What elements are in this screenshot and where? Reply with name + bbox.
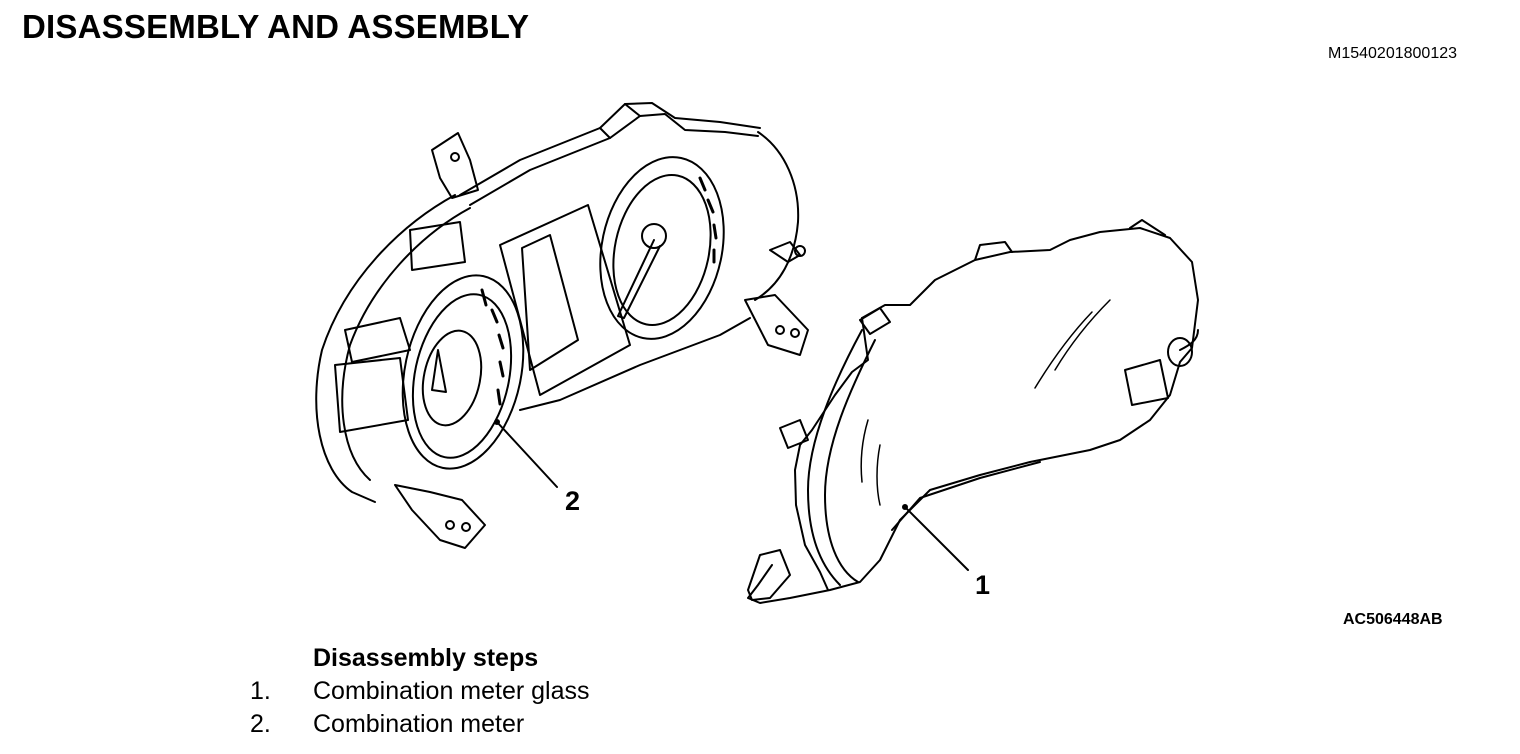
combination-meter-glass-drawing [747,219,1199,604]
callout-2-leader [496,421,558,488]
step-number: 1. [250,677,271,705]
callout-1-dot [902,504,908,510]
combination-meter-drawing [315,102,809,549]
page-title: DISASSEMBLY AND ASSEMBLY [22,8,530,45]
callout-1-leader [904,506,969,571]
callout-1-label: 1 [975,570,990,600]
document-id: M1540201800123 [1328,45,1458,62]
step-label: Combination meter glass [313,677,590,705]
figure-id: AC506448AB [1343,611,1443,628]
step-label: Combination meter [313,710,525,738]
step-number: 2. [250,710,271,738]
callout-2-dot [494,419,500,425]
steps-heading: Disassembly steps [313,644,539,672]
exploded-view-diagram: 2 1 [315,102,1199,604]
callout-2-label: 2 [565,486,580,516]
